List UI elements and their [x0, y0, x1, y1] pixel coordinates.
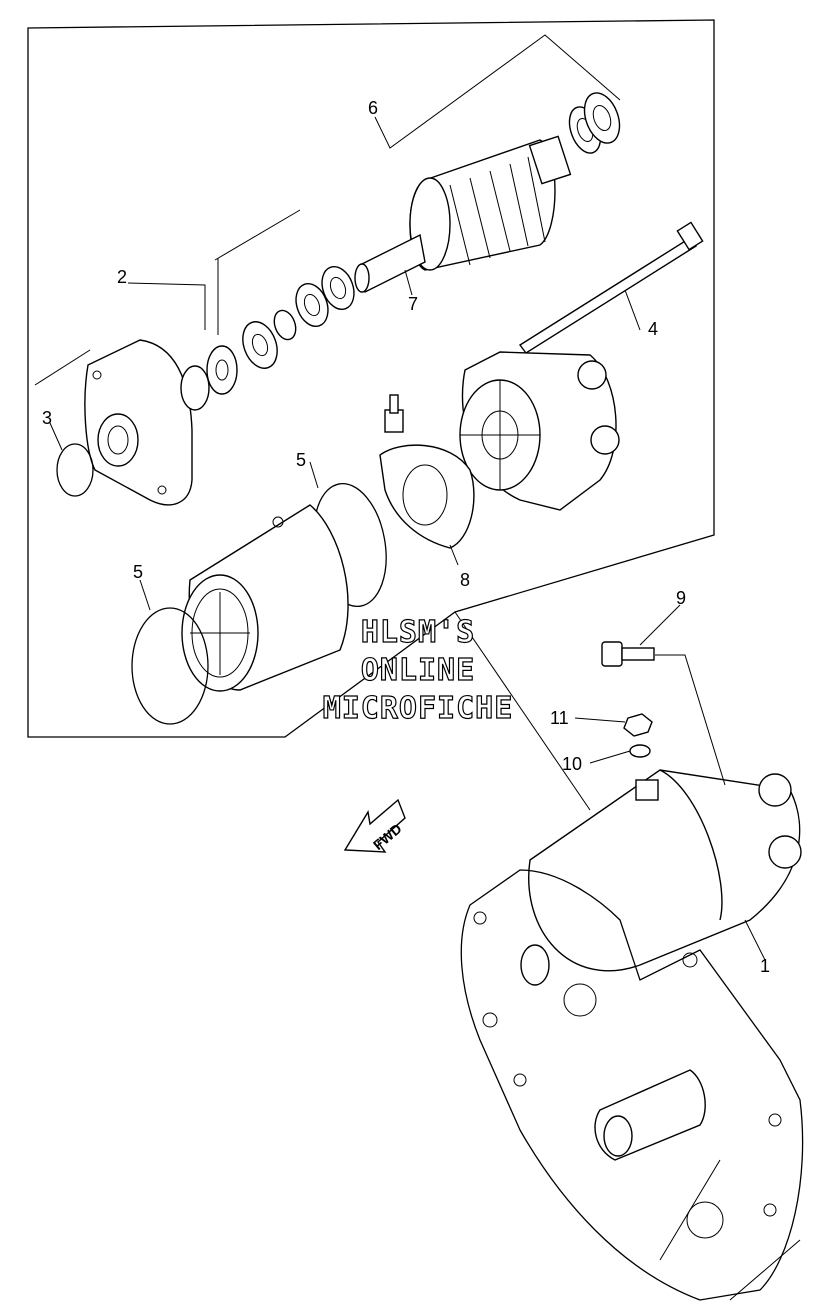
front-cover	[84, 339, 238, 506]
washer-stack	[242, 265, 355, 369]
callout-1: 1	[760, 956, 770, 976]
fwd-arrow: FWD	[343, 798, 406, 853]
bolt-9	[601, 641, 655, 667]
o-ring-5-lower	[131, 607, 209, 725]
rear-cover	[459, 351, 620, 511]
callout-9: 9	[676, 588, 686, 608]
brush-holder	[379, 394, 475, 549]
callout-7: 7	[408, 294, 418, 314]
assembled-starter	[520, 769, 802, 986]
watermark-line-1: HLSM'S	[361, 615, 475, 650]
callout-5-upper: 5	[296, 450, 306, 470]
callout-3: 3	[42, 408, 52, 428]
callout-10: 10	[562, 754, 582, 774]
armature-end-washers	[568, 92, 621, 154]
watermark: HLSM'S ONLINE MICROFICHE	[322, 614, 514, 726]
callout-4: 4	[648, 319, 658, 339]
callout-5-lower: 5	[133, 562, 143, 582]
washer-10	[629, 744, 651, 758]
o-ring-3	[56, 443, 94, 497]
callout-2: 2	[117, 267, 127, 287]
engine-case	[460, 869, 804, 1301]
nut-11	[623, 713, 653, 737]
callout-11: 11	[550, 708, 569, 728]
yoke	[181, 504, 349, 692]
through-bolt	[518, 221, 704, 354]
watermark-line-3: MICROFICHE	[323, 691, 514, 726]
armature	[354, 135, 572, 294]
callout-6: 6	[368, 98, 378, 118]
leader-lines	[34, 34, 766, 961]
callout-8: 8	[460, 570, 470, 590]
watermark-line-2: ONLINE	[361, 653, 475, 688]
